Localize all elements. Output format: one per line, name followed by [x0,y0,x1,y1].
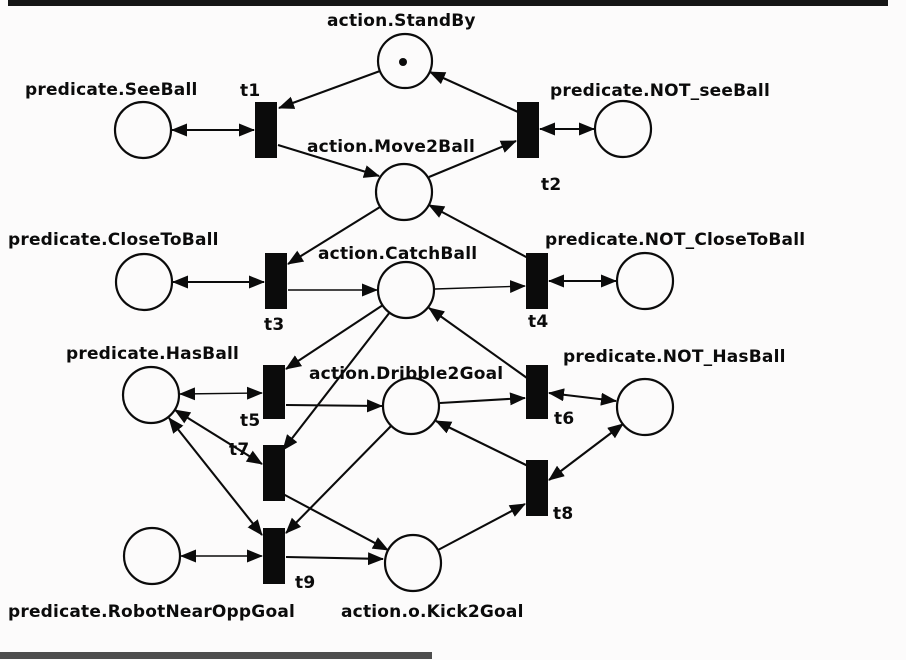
place-label-not-closetoball: predicate.NOT_CloseToBall [545,230,805,250]
place-label-robotnearoppgoal: predicate.RobotNearOppGoal [8,602,295,622]
top-border-line [8,0,888,6]
transition-label-t1: t1 [240,81,260,101]
arc-catchball-t7 [282,311,391,451]
place-label-move2ball: action.Move2Ball [307,137,475,157]
arc-catchball-t5 [285,304,384,370]
arc-not-hasball-t8 [548,423,624,481]
transition-label-t4: t4 [528,312,548,332]
place-not-seeball [593,99,653,159]
arc-t8-dribble2goal [435,420,529,467]
transition-label-t2: t2 [541,175,561,195]
transition-t9 [263,528,285,584]
place-move2ball [374,162,434,222]
place-not-closetoball [615,251,675,311]
transition-label-t9: t9 [295,573,315,593]
transition-label-t7: t7 [229,440,249,460]
arc-t6-catchball [428,307,528,379]
place-robotnearoppgoal [122,526,182,586]
place-kick2goal [383,533,443,593]
arc-move2ball-t3 [287,206,381,265]
transition-label-t3: t3 [264,315,284,335]
place-label-dribble2goal: action.Dribble2Goal [309,364,503,384]
arc-hasball-t5 [179,386,263,401]
place-label-standby: action.StandBy [327,11,476,31]
place-standby [376,32,434,90]
arc-move2ball-t2 [428,140,517,178]
transition-t1 [255,102,277,158]
transition-t6 [526,365,548,419]
transition-t5 [263,365,285,419]
bottom-border-line [0,652,432,659]
transition-label-t6: t6 [554,409,574,429]
place-not-hasball [615,377,675,437]
place-hasball [121,365,181,425]
place-label-seeball: predicate.SeeBall [25,80,198,100]
arc-kick2goal-t8 [437,503,526,551]
transition-t2 [517,102,539,158]
transition-t4 [526,253,548,309]
place-label-catchball: action.CatchBall [318,244,477,264]
arc-t6-not-hasball [548,388,617,406]
transition-t7 [263,445,285,501]
arc-dribble2goal-t6 [439,392,526,406]
arc-catchball-t4 [434,280,526,293]
token-standby [399,58,407,66]
transition-t8 [526,460,548,516]
place-dribble2goal [381,376,441,436]
arc-t1-move2ball [277,143,380,178]
arc-t2-standby [429,71,519,113]
arc-hasball-t9 [168,417,263,536]
place-label-not-seeball: predicate.NOT_seeBall [550,81,770,101]
arc-t9-kick2goal [285,552,384,566]
place-label-closetoball: predicate.CloseToBall [8,230,219,250]
place-closetoball [114,252,174,312]
transition-t3 [265,253,287,309]
transition-label-t8: t8 [553,504,573,524]
arc-standby-t1 [278,70,381,109]
arc-t5-dribble2goal [285,399,383,413]
place-seeball [113,100,173,160]
place-label-kick2goal: action.o.Kick2Goal [341,602,524,622]
transition-label-t5: t5 [240,411,260,431]
place-catchball [376,260,436,320]
arc-t4-move2ball [428,204,529,259]
arc-t7-kick2goal [282,493,389,551]
arc-dribble2goal-t9 [285,425,392,534]
place-label-hasball: predicate.HasBall [66,344,239,364]
place-label-not-hasball: predicate.NOT_HasBall [563,347,786,367]
